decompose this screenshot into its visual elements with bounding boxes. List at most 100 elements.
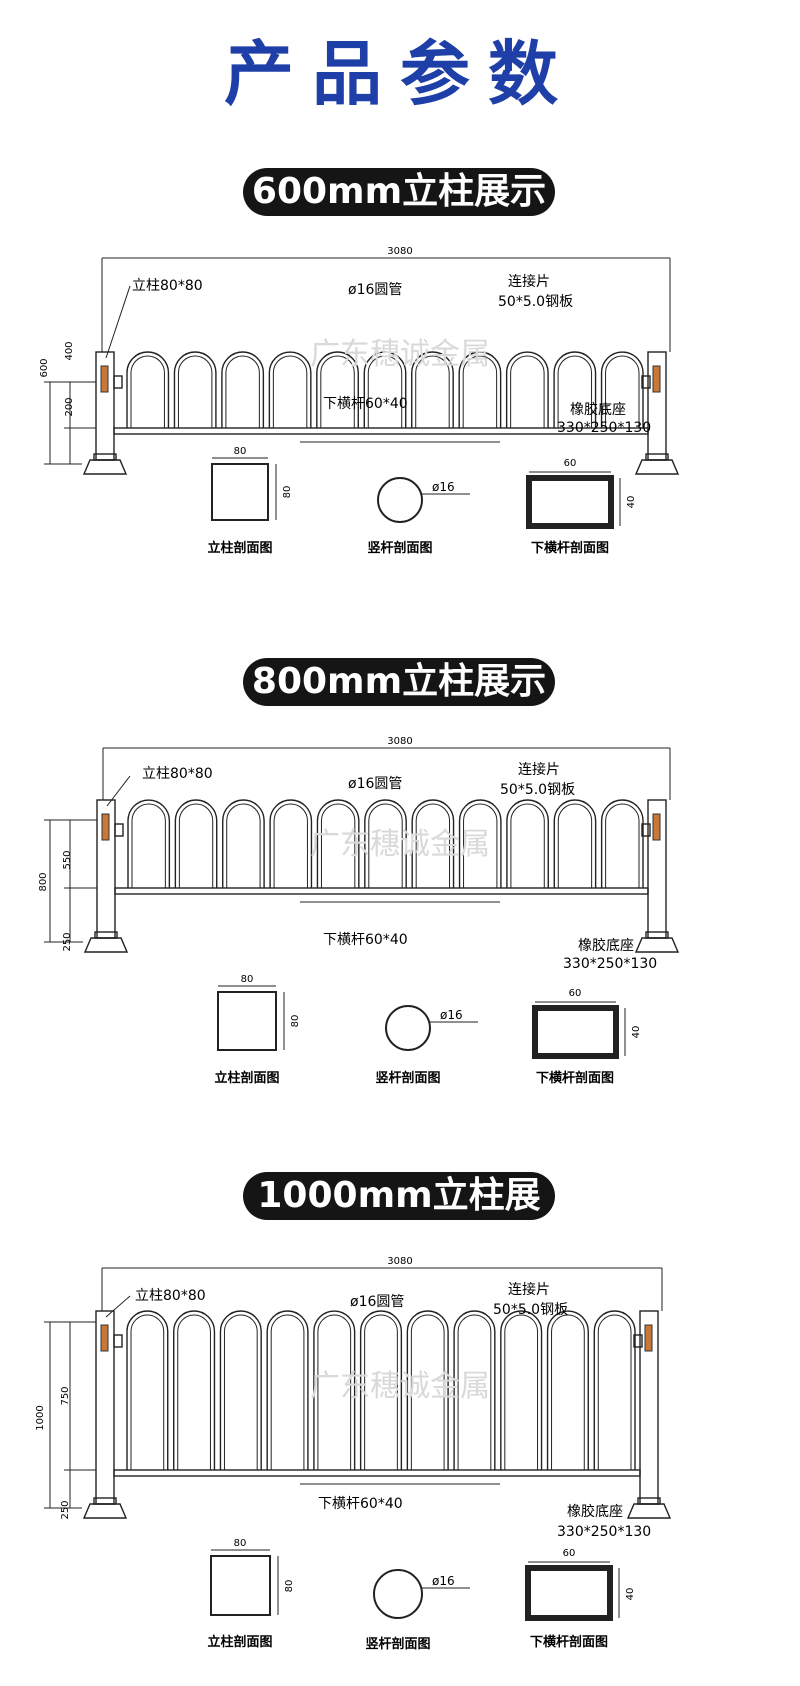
arch-tube (316, 799, 360, 888)
post-reflector (652, 813, 661, 841)
tube-cross-section (385, 1005, 431, 1051)
tube-section-caption: 竖杆剖面图 (365, 1636, 430, 1652)
post-reflector (652, 365, 661, 393)
post-height-dim: 80 (282, 486, 293, 499)
arch-tube (364, 799, 407, 888)
arch-tube (406, 1310, 449, 1470)
post-leader-line (105, 1295, 131, 1318)
width-dimension: 3080 (387, 736, 412, 747)
tube-label: ø16圆管 (350, 1294, 404, 1310)
arch-tube-inner (457, 1314, 492, 1470)
arch-tube (593, 1310, 636, 1470)
arch-tube (453, 1310, 496, 1470)
arch-tube-inner (270, 1314, 305, 1470)
arch-tube-inner (320, 355, 355, 428)
post-label: 立柱80*80 (135, 1288, 206, 1304)
base-plate (93, 1497, 117, 1505)
fence-diagram-1000: 3080 立柱80*80 ø16圆管 连接片 50*5.0钢板 下横杆60*40… (35, 1256, 672, 1652)
connector-spec: 50*5.0钢板 (493, 1302, 568, 1318)
bar-height-dim: 40 (631, 1026, 642, 1039)
bar-section-caption: 下横杆剖面图 (536, 1070, 614, 1086)
post-section-caption: 立柱剖面图 (207, 540, 272, 556)
lower-height-dim: 250 (60, 1500, 71, 1519)
bar-width-dim: 60 (564, 458, 577, 469)
upper-height-dim: 750 (60, 1386, 71, 1405)
arch-tube (411, 799, 455, 888)
post-leader-line (106, 775, 131, 807)
arch-tube (269, 799, 313, 888)
connector-plate (113, 375, 123, 389)
bar-cross-section (526, 475, 614, 529)
tube-label: ø16圆管 (348, 282, 402, 298)
post-cross-section (217, 991, 277, 1051)
base-plate (637, 1497, 661, 1505)
arch-tube-inner (131, 803, 166, 888)
base-title: 橡胶底座 (578, 937, 634, 954)
arch-tube (458, 799, 502, 888)
arch-tube-inner (510, 803, 545, 888)
arch-tube (411, 351, 454, 428)
section-heading-800: 800mm立柱展示 (243, 658, 555, 706)
arch-tube-inner (557, 355, 593, 428)
arch-tube (505, 351, 549, 428)
page-title: 产品参数 (224, 33, 576, 115)
lower-height-dim: 250 (62, 932, 73, 951)
arch-tube-inner (504, 1314, 539, 1470)
arch-tube-inner (510, 355, 545, 428)
bottom-rail (113, 1469, 641, 1477)
post-reflector (644, 1324, 653, 1352)
arch-tube (506, 799, 549, 888)
arch-tube (219, 1310, 262, 1470)
arch-tube-inner (223, 1314, 258, 1470)
connector-title: 连接片 (518, 761, 560, 778)
post-leader-line (105, 285, 131, 359)
connector-plate (113, 1334, 123, 1348)
arch-tube-inner (605, 355, 640, 428)
bottom-rail (113, 427, 649, 435)
watermark: 广东穗诚金属 (310, 1369, 490, 1404)
arch-tube-inner (557, 803, 593, 888)
arch-tube-inner (605, 803, 640, 888)
arch-tube-inner (410, 1314, 445, 1470)
connector-plate (641, 823, 651, 837)
arch-tube (458, 351, 502, 428)
bottom-rail (114, 887, 649, 895)
width-dimension: 3080 (387, 1256, 412, 1267)
tube-diameter-dim: ø16 (440, 1008, 463, 1022)
bar-cross-section (525, 1565, 613, 1621)
arch-tube (316, 351, 359, 428)
arch-tube (553, 351, 597, 428)
rubber-base (83, 937, 129, 953)
arch-tube (126, 351, 170, 428)
arch-tube-inner (462, 355, 498, 428)
total-height-dim: 800 (38, 872, 49, 891)
post-section-caption: 立柱剖面图 (214, 1070, 279, 1086)
post-label: 立柱80*80 (132, 278, 203, 294)
arch-tube-inner (130, 355, 165, 428)
arch-tube-inner (226, 803, 261, 888)
rubber-base (82, 459, 128, 475)
connector-spec: 50*5.0钢板 (498, 294, 573, 310)
base-plate (645, 931, 669, 939)
tube-diameter-dim: ø16 (432, 1574, 455, 1588)
rubber-base (626, 1503, 672, 1519)
arch-tube (600, 351, 644, 428)
bar-width-dim: 60 (569, 988, 582, 999)
base-spec: 330*250*130 (557, 1524, 651, 1540)
section-heading-600: 600mm立柱展示 (243, 168, 555, 216)
tube-diameter-dim: ø16 (432, 480, 455, 494)
arch-tube (359, 1310, 403, 1470)
bar-height-dim: 40 (625, 1588, 636, 1601)
base-plate (93, 453, 117, 461)
tube-label: ø16圆管 (348, 776, 402, 792)
connector-plate (633, 1334, 643, 1348)
arch-tube-inner (178, 803, 214, 888)
post-label: 立柱80*80 (142, 766, 213, 782)
arch-tube (313, 1310, 356, 1470)
arch-tube-inner (463, 803, 498, 888)
bar-width-dim: 60 (563, 1548, 576, 1559)
tube-cross-section (377, 477, 423, 523)
rubber-base (634, 459, 680, 475)
post-height-dim: 80 (284, 1580, 295, 1593)
section-heading-1000: 1000mm立柱展示 (243, 1172, 555, 1264)
